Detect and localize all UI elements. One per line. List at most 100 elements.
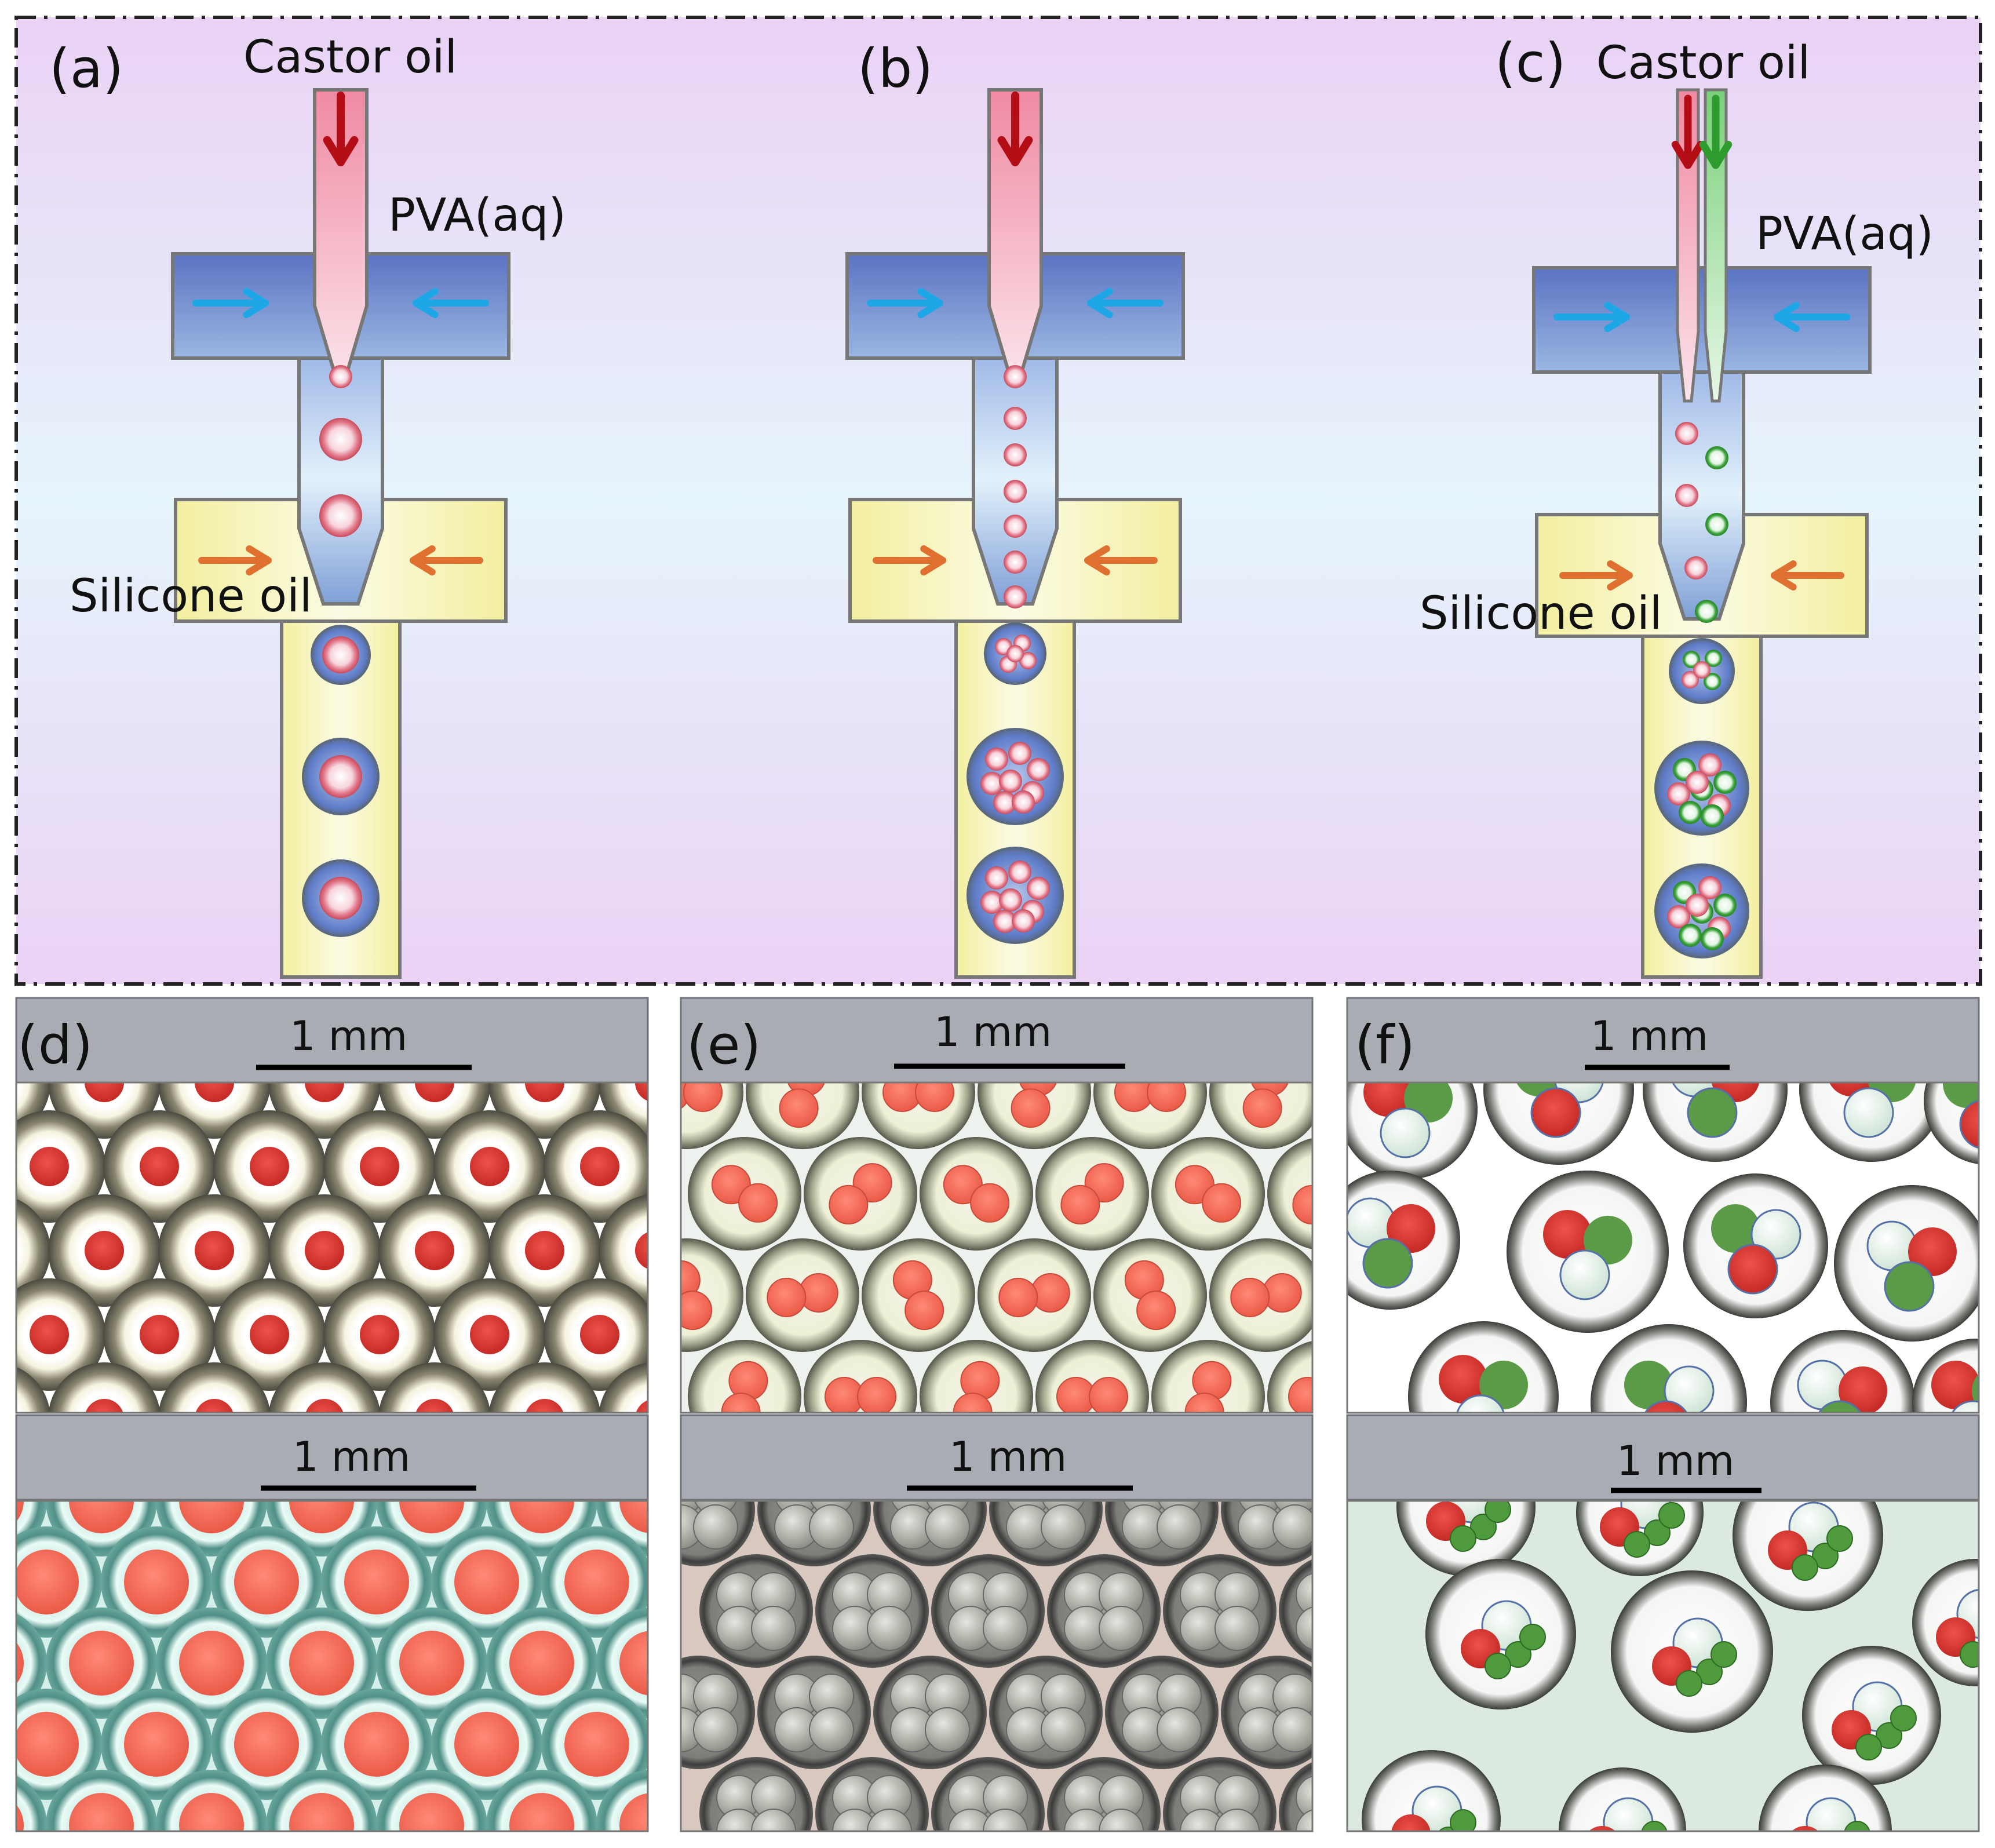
silicone-arrow-left-head — [1607, 560, 1633, 591]
inner-core — [1727, 1244, 1778, 1295]
green-droplet — [1704, 673, 1721, 690]
red-core — [30, 1147, 69, 1186]
silicone-oil-label-a: Silicone oil — [70, 570, 312, 622]
header-d1: (d) 1 mm — [15, 997, 649, 1084]
orange-core — [1288, 1377, 1312, 1413]
red-core — [635, 1082, 648, 1101]
inner-core — [1530, 1087, 1581, 1138]
oil-droplet — [1686, 771, 1709, 794]
double-emulsion-drop — [1047, 1554, 1161, 1668]
scale-bar-label-d1: 1 mm — [290, 1012, 407, 1060]
micrograph-f2 — [1347, 1501, 1979, 1845]
inner-core — [1439, 1355, 1487, 1404]
double-emulsion-drop — [699, 1554, 813, 1668]
oil-droplet — [1004, 407, 1027, 430]
grey-core — [1296, 1776, 1312, 1820]
inner-core — [1843, 1087, 1894, 1138]
castor-oil-label-a: Castor oil — [243, 31, 457, 83]
green-core — [1890, 1705, 1917, 1732]
silicone-arrow-right-head — [1084, 545, 1110, 576]
double-emulsion-drop — [989, 1656, 1103, 1769]
red-core — [1588, 1826, 1616, 1831]
grey-core — [948, 1809, 993, 1831]
micrograph-d1 — [0, 1082, 648, 1438]
grey-core — [1272, 1707, 1312, 1752]
green-core — [1627, 1839, 1653, 1845]
panel-label-b: (b) — [858, 38, 933, 100]
scale-bar-label-d2: 1 mm — [293, 1433, 410, 1481]
orange-core — [16, 1712, 79, 1777]
oil-droplet — [1698, 876, 1722, 899]
scale-bar-label-e2: 1 mm — [949, 1433, 1067, 1481]
scale-bar-label-f2: 1 mm — [1617, 1437, 1734, 1485]
castor-oil-label-c: Castor oil — [1596, 37, 1810, 89]
grey-core — [751, 1606, 796, 1651]
grey-core — [983, 1809, 1028, 1831]
micrograph-e2 — [681, 1501, 1312, 1831]
oil-droplet — [1019, 652, 1037, 669]
grey-core — [693, 1504, 738, 1550]
grey-core — [716, 1809, 761, 1831]
red-core — [85, 1231, 124, 1270]
double-emulsion-drop — [1221, 1656, 1312, 1769]
orange-core — [738, 1183, 778, 1223]
grey-core — [809, 1707, 854, 1752]
orange-core — [16, 1501, 24, 1522]
orange-core — [69, 1501, 134, 1533]
orange-core — [509, 1793, 574, 1831]
grey-core — [1041, 1707, 1086, 1752]
inner-core — [1664, 1365, 1715, 1413]
pva-mid-channel — [1658, 368, 1745, 621]
oil-droplet — [1684, 556, 1708, 579]
silicone-arrow-right-head — [410, 545, 436, 576]
green-droplet — [1695, 600, 1718, 623]
grey-core — [1180, 1809, 1225, 1831]
forming-droplet — [1004, 365, 1027, 388]
red-core — [140, 1315, 179, 1354]
header-f2: 1 mm — [1346, 1414, 1980, 1501]
silicone-arrow-left-head — [246, 545, 272, 576]
orange-core — [915, 1082, 954, 1112]
orange-core — [1060, 1184, 1100, 1224]
orange-core — [1147, 1082, 1186, 1112]
green-droplet — [1705, 650, 1722, 667]
red-core — [305, 1399, 344, 1413]
pva-arrow-right-head — [1774, 301, 1800, 333]
inner-core — [1943, 1082, 1979, 1108]
red-core — [636, 1400, 648, 1413]
green-core — [1624, 1531, 1650, 1558]
red-core — [195, 1399, 234, 1413]
red-core — [195, 1231, 234, 1270]
orange-core — [1089, 1377, 1128, 1413]
orange-core — [289, 1631, 354, 1696]
grey-core — [867, 1809, 912, 1831]
grey-core — [1064, 1809, 1109, 1831]
orange-core — [509, 1631, 574, 1696]
orange-core — [619, 1631, 648, 1696]
orange-core — [69, 1631, 134, 1696]
oil-droplet — [980, 772, 1004, 795]
header-e1: (e) 1 mm — [680, 997, 1314, 1084]
silicone-oil-label-c: Silicone oil — [1420, 588, 1662, 640]
inner-core — [1644, 1400, 1688, 1413]
orange-core — [1011, 1088, 1051, 1128]
green-core — [1470, 1514, 1497, 1540]
white-core — [1603, 1797, 1654, 1831]
red-core — [0, 1399, 14, 1438]
double-emulsion-drop — [158, 1362, 271, 1413]
inner-core — [1456, 1394, 1505, 1413]
castor-flow-arrow-head — [997, 136, 1033, 166]
orange-core — [1136, 1291, 1176, 1331]
orange-core — [779, 1088, 819, 1128]
pva-label-a: PVA(aq) — [388, 189, 566, 242]
double-emulsion-drop — [16, 1776, 47, 1831]
oil-droplet — [1012, 909, 1035, 932]
inner-core — [1624, 1361, 1673, 1409]
pva-arrow-right-head — [1087, 287, 1113, 319]
orange-core — [16, 1642, 24, 1684]
green-droplet — [1713, 771, 1737, 794]
orange-core — [829, 1184, 869, 1224]
red-core — [580, 1147, 619, 1186]
inner-core — [1839, 1366, 1887, 1413]
device-c — [1532, 88, 1872, 979]
